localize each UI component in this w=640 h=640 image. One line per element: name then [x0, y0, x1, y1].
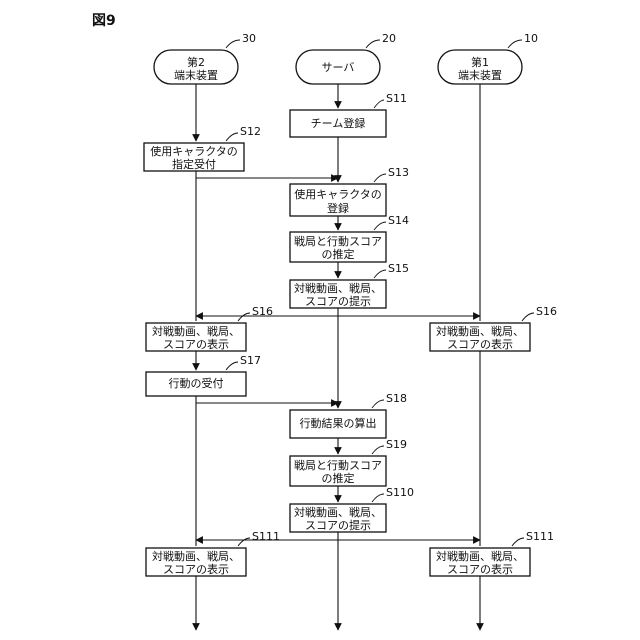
- step-text: スコアの表示: [163, 562, 229, 576]
- step-box-s16-first: 対戦動画、戦局、 スコアの表示 S16: [430, 305, 557, 351]
- step-id: S16: [252, 305, 273, 318]
- step-box-s14: 戦局と行動スコア の推定 S14: [290, 214, 409, 262]
- actor-first-terminal: 第1 端末装置 10: [438, 32, 538, 84]
- step-box-s19: 戦局と行動スコア の推定 S19: [290, 438, 407, 486]
- step-id: S11: [386, 92, 407, 105]
- step-id: S111: [526, 530, 554, 543]
- actor-label-line1: サーバ: [322, 61, 355, 74]
- step-box-s11: チーム登録 S11: [290, 92, 407, 137]
- step-text: スコアの提示: [305, 295, 371, 308]
- step-text: スコアの表示: [447, 562, 513, 576]
- actor-label-line1: 第2: [187, 55, 205, 69]
- step-text: 指定受付: [172, 157, 216, 171]
- step-text: の推定: [322, 471, 355, 485]
- actor-label-line1: 第1: [471, 55, 489, 69]
- step-id: S14: [388, 214, 409, 227]
- step-text: 対戦動画、戦局、: [436, 549, 524, 563]
- step-text: 対戦動画、戦局、: [294, 505, 382, 519]
- step-text: の推定: [322, 247, 355, 261]
- figure-label: 図9: [92, 13, 116, 29]
- step-id: S16: [536, 305, 557, 318]
- actor-ref-number: 20: [382, 32, 396, 45]
- step-text: 戦局と行動スコア: [294, 234, 382, 248]
- actor-label-line2: 端末装置: [174, 68, 218, 82]
- step-id: S17: [240, 354, 261, 367]
- step-text: 対戦動画、戦局、: [294, 281, 382, 295]
- step-box-s111-first: 対戦動画、戦局、 スコアの表示 S111: [430, 530, 554, 576]
- step-box-s15: 対戦動画、戦局、 スコアの提示 S15: [290, 262, 409, 308]
- step-id: S111: [252, 530, 280, 543]
- step-text: スコアの提示: [305, 519, 371, 532]
- step-text: 対戦動画、戦局、: [436, 324, 524, 338]
- step-id: S13: [388, 166, 409, 179]
- step-id: S110: [386, 486, 414, 499]
- step-text: 戦局と行動スコア: [294, 458, 382, 472]
- step-text: 対戦動画、戦局、: [152, 324, 240, 338]
- step-box-s110: 対戦動画、戦局、 スコアの提示 S110: [290, 486, 414, 532]
- step-id: S19: [386, 438, 407, 451]
- step-text: スコアの表示: [163, 337, 229, 351]
- step-text: 行動の受付: [169, 376, 224, 390]
- step-text: 登録: [327, 201, 349, 215]
- step-box-s18: 行動結果の算出 S18: [290, 392, 407, 438]
- actor-server: サーバ 20: [296, 32, 396, 84]
- actor-ref-number: 10: [524, 32, 538, 45]
- step-box-s16-second: 対戦動画、戦局、 スコアの表示 S16: [146, 305, 273, 351]
- actor-ref-number: 30: [242, 32, 256, 45]
- step-box-s17: 行動の受付 S17: [146, 354, 261, 396]
- step-text: チーム登録: [311, 116, 366, 130]
- step-text: 対戦動画、戦局、: [152, 549, 240, 563]
- step-box-s13: 使用キャラクタの 登録 S13: [290, 166, 409, 216]
- actor-second-terminal: 第2 端末装置 30: [154, 32, 256, 84]
- step-id: S12: [240, 125, 261, 138]
- step-box-s111-second: 対戦動画、戦局、 スコアの表示 S111: [146, 530, 280, 576]
- actor-label-line2: 端末装置: [458, 68, 502, 82]
- step-text: 使用キャラクタの: [150, 145, 238, 158]
- step-box-s12: 使用キャラクタの 指定受付 S12: [144, 125, 261, 171]
- step-text: 行動結果の算出: [300, 416, 377, 430]
- step-text: スコアの表示: [447, 337, 513, 351]
- step-id: S15: [388, 262, 409, 275]
- step-text: 使用キャラクタの: [294, 188, 382, 201]
- step-id: S18: [386, 392, 407, 405]
